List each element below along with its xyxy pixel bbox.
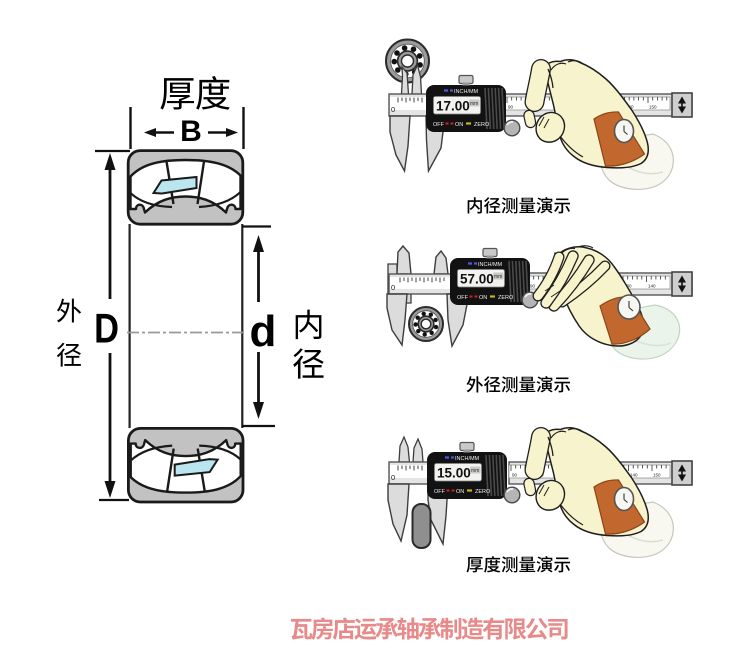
svg-text:mm: mm [470, 101, 478, 107]
svg-text:INCH/MM: INCH/MM [454, 89, 479, 95]
svg-text:INCH/MM: INCH/MM [478, 262, 503, 268]
svg-text:B: B [180, 115, 202, 148]
svg-text:57.00: 57.00 [460, 272, 494, 287]
svg-text:OFF: OFF [434, 489, 446, 495]
svg-text:0: 0 [391, 105, 395, 114]
svg-text:ZERO: ZERO [474, 122, 490, 128]
svg-text:mm: mm [494, 274, 502, 280]
svg-text:0: 0 [391, 283, 395, 292]
svg-text:D: D [94, 305, 119, 352]
svg-text:ON: ON [455, 122, 463, 128]
svg-text:90: 90 [508, 105, 514, 110]
svg-text:17.00: 17.00 [436, 99, 470, 114]
svg-text:OFF: OFF [433, 122, 445, 128]
svg-text:0: 0 [391, 473, 395, 482]
svg-text:OFF: OFF [457, 295, 469, 301]
svg-text:ON: ON [479, 295, 487, 301]
svg-text:ZERO: ZERO [475, 489, 491, 495]
svg-text:130: 130 [624, 284, 632, 289]
svg-text:90: 90 [530, 284, 536, 289]
svg-text:140: 140 [630, 473, 638, 478]
svg-text:d: d [250, 307, 277, 356]
svg-text:ON: ON [456, 489, 464, 495]
svg-text:15.00: 15.00 [437, 466, 471, 481]
svg-text:INCH/MM: INCH/MM [455, 456, 480, 462]
svg-text:150: 150 [649, 105, 657, 110]
svg-text:mm: mm [471, 468, 479, 474]
svg-text:90: 90 [512, 473, 518, 478]
svg-text:ZERO: ZERO [498, 295, 514, 301]
svg-text:150: 150 [653, 473, 661, 478]
svg-text:140: 140 [648, 284, 656, 289]
